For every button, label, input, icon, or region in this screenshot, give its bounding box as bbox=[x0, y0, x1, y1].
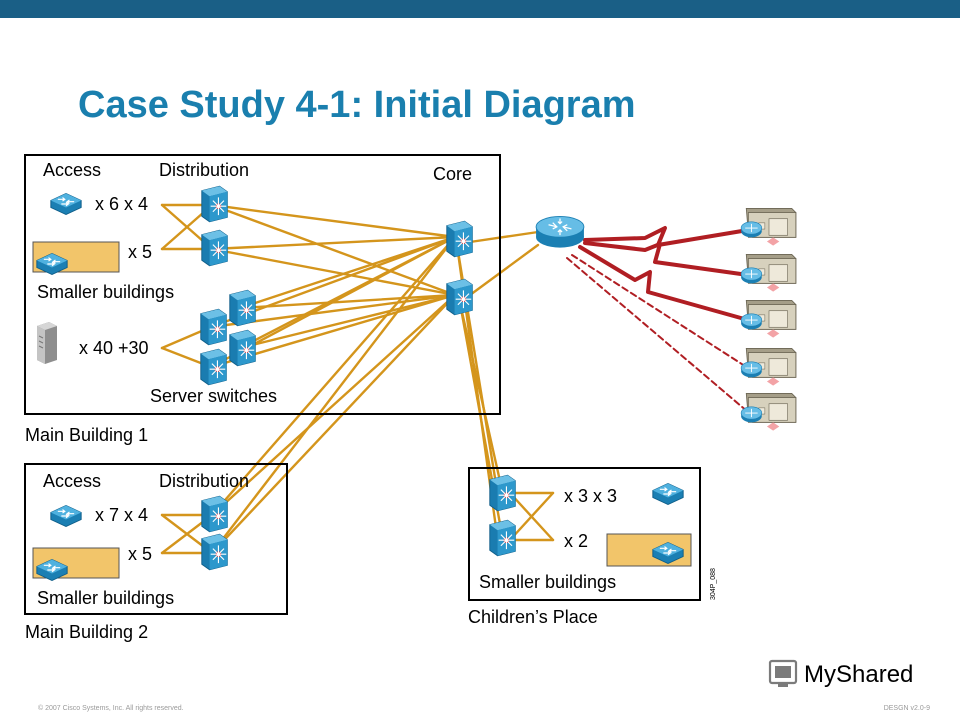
server-switch-1-icon bbox=[229, 289, 256, 327]
childrens-place-box bbox=[468, 467, 701, 601]
remote-site-2-icon bbox=[740, 253, 797, 293]
cp-count-b: x 2 bbox=[564, 531, 588, 551]
mb2-distribution-label: Distribution bbox=[159, 471, 249, 491]
remote-site-5-icon bbox=[740, 392, 797, 432]
mb2-access-switch-icon bbox=[50, 504, 82, 528]
mb1-access-switch-icon bbox=[50, 192, 82, 216]
childrens-place-caption: Children’s Place bbox=[468, 607, 598, 627]
figure-id: 304P_088 bbox=[710, 568, 717, 600]
main-building-1-caption: Main Building 1 bbox=[25, 425, 148, 445]
mb1-count-a: x 6 x 4 bbox=[95, 194, 148, 214]
cp-distribution-switch-1-icon bbox=[489, 474, 516, 512]
mb2-distribution-switch-1-icon bbox=[201, 495, 228, 533]
myshared-logo: MyShared bbox=[768, 655, 928, 693]
mb1-distribution-label: Distribution bbox=[159, 160, 249, 180]
server-switch-2-icon bbox=[200, 308, 227, 346]
mb2-distribution-switch-2-icon bbox=[201, 533, 228, 571]
remote-site-4-icon bbox=[740, 347, 797, 387]
mb2-access-label: Access bbox=[43, 471, 101, 491]
core-label: Core bbox=[433, 164, 472, 184]
main-building-1: Access Distribution Core x 6 x 4 x 5 Sma… bbox=[24, 154, 501, 415]
remote-site-1-icon bbox=[740, 207, 797, 247]
lan-links bbox=[160, 203, 555, 555]
cp-count-a: x 3 x 3 bbox=[564, 486, 617, 506]
server-switch-3-icon bbox=[229, 329, 256, 367]
remote-site-3-icon bbox=[740, 299, 797, 339]
mb1-smaller-buildings: Smaller buildings bbox=[37, 282, 174, 302]
mb2-count-a: x 7 x 4 bbox=[95, 505, 148, 525]
cp-smaller-buildings: Smaller buildings bbox=[479, 572, 616, 592]
mb1-servers-count: x 40 +30 bbox=[79, 338, 149, 358]
main-building-2-box bbox=[24, 463, 288, 615]
cp-distribution-switch-2-icon bbox=[489, 519, 516, 557]
main-building-2-caption: Main Building 2 bbox=[25, 622, 148, 642]
wan-router-icon bbox=[535, 215, 585, 249]
main-building-2: Access Distribution x 7 x 4 x 5 Smaller … bbox=[24, 463, 288, 615]
slide-title: Case Study 4-1: Initial Diagram bbox=[78, 84, 636, 126]
header-bar bbox=[0, 0, 960, 18]
mb1-server-switches-label: Server switches bbox=[150, 386, 277, 406]
mb1-count-b: x 5 bbox=[128, 242, 152, 262]
mb1-distribution-switch-2-icon bbox=[201, 229, 228, 267]
cp-access-switch-icon bbox=[652, 482, 684, 506]
logo-text: MyShared bbox=[804, 661, 913, 688]
logo-mark: MyShared bbox=[768, 659, 913, 688]
wan-links bbox=[566, 226, 750, 413]
core-switch-2-icon bbox=[446, 278, 473, 316]
main-building-1-box bbox=[24, 154, 501, 415]
footer-course-code: DESGN v2.0-9 bbox=[883, 705, 930, 712]
mb2-smaller-buildings: Smaller buildings bbox=[37, 588, 174, 608]
mb2-count-b: x 5 bbox=[128, 544, 152, 564]
childrens-place: x 3 x 3 x 2 Smaller buildings 304P_088 bbox=[468, 467, 717, 601]
footer-copyright: © 2007 Cisco Systems, Inc. All rights re… bbox=[38, 705, 184, 712]
server-switch-4-icon bbox=[200, 348, 227, 386]
core-switch-1-icon bbox=[446, 220, 473, 258]
server-icon bbox=[36, 321, 58, 365]
mb1-access-label: Access bbox=[43, 160, 101, 180]
remote-sites bbox=[740, 207, 797, 432]
mb1-distribution-switch-1-icon bbox=[201, 185, 228, 223]
